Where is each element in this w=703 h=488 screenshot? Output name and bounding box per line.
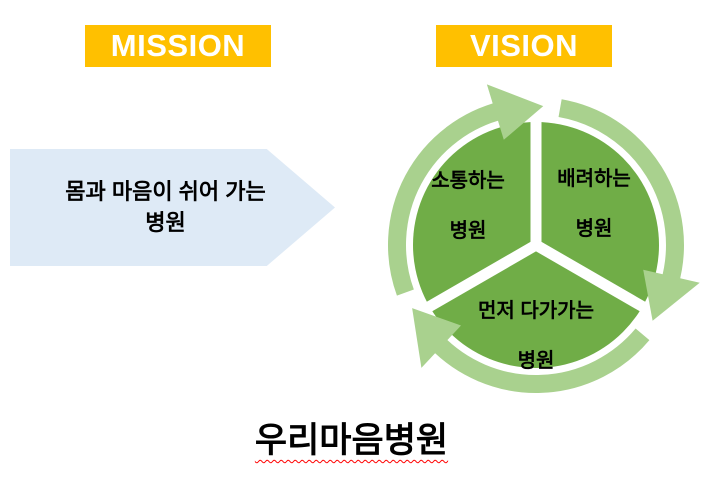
mission-arrow-shape: 몸과 마음이 쉬어 가는 병원: [10, 149, 335, 266]
vision-segment-caring: 배려하는 병원: [514, 168, 674, 240]
segment-label-line: 병원: [517, 350, 555, 372]
segment-dividers: [418, 113, 654, 316]
hospital-title: 우리마음병원: [0, 412, 703, 463]
vision-segment-approaching-first: 먼저 다가가는 병원: [456, 300, 616, 372]
mission-badge-label: MISSION: [110, 28, 246, 63]
segment-label-line: 먼저 다가가는: [478, 300, 594, 322]
segment-divider-lower-left: [418, 240, 539, 316]
vision-badge-label: VISION: [469, 28, 579, 63]
segment-label-line: 배려하는: [557, 168, 631, 190]
mission-statement-line-2: 병원: [145, 209, 186, 235]
vision-badge: VISION: [436, 25, 612, 67]
mission-statement-line-1: 몸과 마음이 쉬어 가는: [65, 178, 266, 204]
segment-label-line: 병원: [575, 218, 613, 240]
segment-label-line: 소통하는: [431, 170, 505, 192]
vision-segment-communicating: 소통하는 병원: [388, 170, 548, 242]
mission-badge: MISSION: [85, 25, 271, 67]
vision-cycle-diagram: [366, 75, 703, 415]
segment-divider-lower-right: [533, 240, 654, 316]
segment-label-line: 병원: [449, 220, 487, 242]
hospital-name-text: 우리마음병원: [254, 421, 449, 460]
